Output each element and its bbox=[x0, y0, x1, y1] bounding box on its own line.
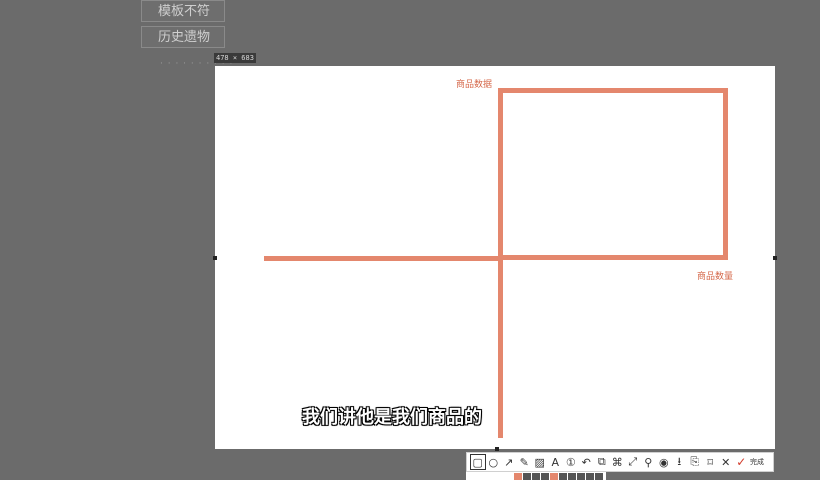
bookmark-icon[interactable]: ⌑ bbox=[707, 455, 714, 469]
menu-item-template[interactable]: 模板不符 bbox=[141, 0, 225, 22]
color-swatch[interactable] bbox=[559, 473, 567, 480]
done-icon[interactable]: ✓ bbox=[736, 455, 747, 469]
color-swatch[interactable] bbox=[523, 473, 531, 480]
text-icon[interactable]: A bbox=[551, 455, 560, 469]
color-swatch[interactable] bbox=[568, 473, 576, 480]
box-right-line bbox=[723, 88, 728, 260]
translate-icon[interactable]: ⌘ bbox=[611, 455, 623, 469]
color-swatch[interactable] bbox=[514, 473, 522, 480]
selection-size-label: 478 × 683 bbox=[214, 53, 256, 63]
scroll-capture-icon[interactable]: ⤢ bbox=[628, 455, 638, 468]
resize-handle-left[interactable] bbox=[213, 256, 217, 260]
video-subtitle: 我们讲他是我们商品的 bbox=[302, 407, 482, 428]
pin-icon[interactable]: ⚲ bbox=[644, 455, 653, 469]
color-swatch[interactable] bbox=[595, 473, 603, 480]
color-swatch[interactable] bbox=[532, 473, 540, 480]
undo-icon[interactable]: ↶ bbox=[581, 455, 591, 469]
resize-handle-right[interactable] bbox=[773, 256, 777, 260]
dotted-guide: · · · · · · · · · · bbox=[160, 59, 234, 69]
box-bottom-line bbox=[498, 255, 727, 260]
x-axis-left-line bbox=[264, 256, 500, 261]
color-palette bbox=[466, 472, 606, 480]
cancel-icon[interactable]: ✕ bbox=[721, 455, 731, 469]
color-swatch[interactable] bbox=[586, 473, 594, 480]
number-icon[interactable]: ① bbox=[565, 455, 576, 469]
copy-icon[interactable]: ⎘ bbox=[690, 455, 700, 468]
resize-handle-bottom[interactable] bbox=[495, 447, 499, 451]
screenshot-canvas[interactable]: 商品数据 商品数量 bbox=[215, 66, 775, 449]
ocr-icon[interactable]: ⧉ bbox=[597, 455, 606, 468]
color-swatch[interactable] bbox=[541, 473, 549, 480]
rectangle-icon[interactable]: ▢ bbox=[470, 454, 486, 470]
color-swatch[interactable] bbox=[577, 473, 585, 480]
done-button-label[interactable]: 完成 bbox=[750, 458, 764, 466]
x-axis-label: 商品数量 bbox=[697, 272, 734, 282]
menu-item-history[interactable]: 历史遗物 bbox=[141, 26, 225, 48]
record-icon[interactable]: ◉ bbox=[658, 455, 669, 469]
color-swatch[interactable] bbox=[550, 473, 558, 480]
box-top-line bbox=[498, 88, 727, 93]
save-icon[interactable]: ⭳ bbox=[677, 454, 682, 468]
mosaic-icon[interactable]: ▨ bbox=[534, 455, 545, 469]
y-axis-label: 商品数据 bbox=[456, 80, 493, 90]
pencil-icon[interactable]: ✎ bbox=[519, 455, 529, 469]
y-axis-line bbox=[498, 88, 503, 438]
ellipse-icon[interactable]: ○ bbox=[488, 455, 499, 469]
arrow-icon[interactable]: ↗ bbox=[504, 455, 514, 469]
